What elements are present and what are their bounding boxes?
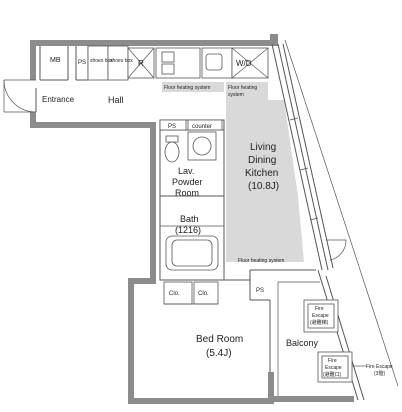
mb-label: MB [50, 57, 61, 64]
floor-heating-areas [162, 82, 304, 262]
lav-label-1: Lav. [178, 166, 194, 176]
ldk-label-3: Kitchen [245, 168, 278, 179]
ps-label-top: PS [78, 60, 86, 66]
entrance-label: Entrance [42, 95, 75, 104]
refrigerator-label: R [138, 59, 144, 68]
entrance-door[interactable] [3, 79, 37, 113]
ldk-label-1: Living [250, 142, 276, 153]
ldk-label-2: Dining [248, 155, 276, 166]
fire-escape-lower-2: Escape [325, 365, 342, 371]
fire-escape-lower-3: (避難口) [323, 371, 342, 378]
top-fixtures [87, 45, 269, 81]
floor-heating-label-1: Floor heating system [164, 85, 210, 91]
counter-label: counter [192, 124, 212, 130]
fire-escape-upper-1: Fire [315, 306, 324, 312]
floor-heating-label-2a: Floor heating [228, 85, 257, 91]
fire-escape-upper-2: Escape [312, 313, 329, 319]
bath-label: Bath [180, 214, 199, 224]
fire-escape-outside-2: (3階) [374, 370, 385, 377]
bedroom-label: Bed Room [196, 334, 243, 345]
lav-fixtures [159, 119, 223, 163]
fire-escape-hatches [303, 299, 353, 383]
floor-heating-label-2b: system [228, 92, 244, 98]
ldk-size-label: (10.8J) [248, 181, 279, 192]
shoes-box-label-1: shoes box [90, 58, 113, 64]
wd-label: W/D [236, 59, 252, 68]
fire-escape-outside-1: Fire Escape [366, 364, 393, 370]
fire-escape-lower-1: Fire [328, 358, 337, 364]
outer-walls [30, 34, 354, 404]
bedroom-size-label: (5.4J) [206, 348, 232, 359]
ps-label-lav: PS [168, 124, 176, 130]
living-door[interactable] [326, 239, 347, 261]
balcony-label: Balcony [286, 338, 319, 348]
stove-burner [161, 51, 175, 63]
lav-label-3: Room [175, 188, 199, 198]
bath-size-label: (1216) [175, 225, 201, 235]
floor-heating-label-3: Floor heating system [238, 258, 284, 264]
room-labels: MB PS shoes box shoes box R W/D Floor he… [42, 57, 393, 378]
sink-icon [205, 53, 223, 71]
washing-basin-icon [192, 136, 212, 156]
closet-label-2: Clo. [198, 291, 209, 297]
toilet-icon [164, 141, 180, 163]
fire-escape-upper-3: (避難梯) [310, 319, 329, 326]
closets [163, 281, 219, 305]
ps-label-bed: PS [256, 288, 264, 294]
shoes-box-label-2: shoes box [110, 58, 133, 64]
bathtub [160, 225, 224, 271]
lav-label-2: Powder [172, 177, 203, 187]
hall-label: Hall [108, 95, 124, 105]
closet-label-1: Clo. [169, 291, 180, 297]
